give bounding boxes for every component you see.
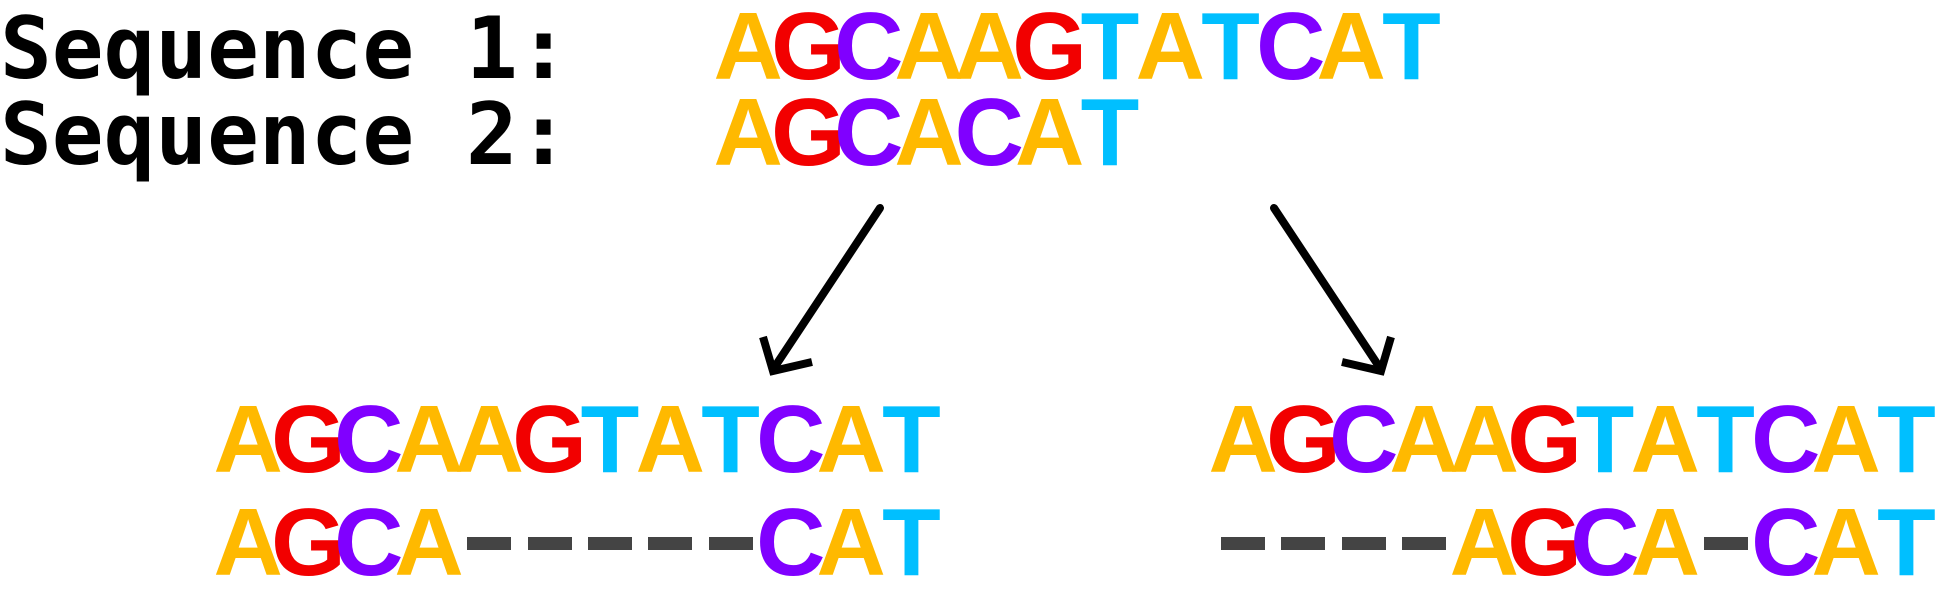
- arrow-left-shaft: [770, 204, 884, 372]
- gap-dash: [648, 536, 693, 550]
- gap-dash: [527, 536, 572, 550]
- nucleotide-A: A: [394, 386, 464, 493]
- gap-dash: [1221, 536, 1266, 550]
- nucleotide-G: G: [1266, 386, 1341, 493]
- nucleotide-C: C: [1751, 489, 1821, 596]
- nucleotide-C: C: [1751, 386, 1821, 493]
- nucleotide-A: A: [394, 489, 464, 596]
- nucleotide-A: A: [1135, 0, 1205, 100]
- gap-dash: [708, 536, 753, 550]
- nucleotide-T: T: [1201, 0, 1260, 100]
- nucleotide-A: A: [1811, 386, 1881, 493]
- nucleotide-A: A: [894, 0, 964, 100]
- nucleotide-A: A: [894, 79, 964, 186]
- nucleotide-T: T: [1080, 0, 1140, 100]
- gap-dash: [587, 536, 632, 550]
- nucleotide-A: A: [713, 0, 783, 100]
- nucleotide-A: A: [454, 386, 524, 493]
- nucleotide-A: A: [1389, 386, 1459, 493]
- nucleotide-G: G: [1012, 0, 1087, 100]
- nucleotide-G: G: [271, 386, 346, 493]
- arrow-left: [759, 204, 884, 376]
- nucleotide-A: A: [816, 386, 886, 493]
- nucleotide-T: T: [882, 489, 941, 596]
- nucleotide-A: A: [954, 0, 1024, 100]
- nucleotide-A: A: [213, 489, 283, 596]
- nucleotide-G: G: [512, 386, 587, 493]
- nucleotide-A: A: [713, 79, 783, 186]
- nucleotide-G: G: [771, 0, 846, 100]
- gap: [1273, 503, 1333, 583]
- nucleotide-C: C: [1570, 489, 1640, 596]
- nucleotide-A: A: [1630, 386, 1700, 493]
- gap-dash: [467, 536, 512, 550]
- nucleotide-T: T: [1696, 386, 1755, 493]
- arrow-right-head: [1341, 335, 1395, 376]
- nucleotide-T: T: [1575, 386, 1635, 493]
- nucleotide-C: C: [954, 79, 1024, 186]
- nucleotide-T: T: [580, 386, 640, 493]
- gap: [700, 503, 760, 583]
- sequence-2-label: Sequence 2:: [0, 85, 570, 185]
- nucleotide-T: T: [1877, 489, 1936, 596]
- nucleotide-T: T: [1080, 79, 1140, 186]
- nucleotide-C: C: [834, 79, 904, 186]
- nucleotide-T: T: [1382, 0, 1441, 100]
- gap: [640, 503, 700, 583]
- nucleotide-A: A: [1208, 386, 1278, 493]
- gap-dash: [1281, 536, 1326, 550]
- nucleotide-C: C: [334, 386, 404, 493]
- gap: [1695, 503, 1755, 583]
- nucleotide-C: C: [1256, 0, 1326, 100]
- nucleotide-A: A: [1811, 489, 1881, 596]
- arrow-right-shaft: [1270, 204, 1384, 372]
- nucleotide-T: T: [701, 386, 760, 493]
- arrow-left-head: [759, 335, 813, 376]
- gap: [1213, 503, 1273, 583]
- nucleotide-C: C: [334, 489, 404, 596]
- nucleotide-T: T: [882, 386, 941, 493]
- nucleotide-C: C: [834, 0, 904, 100]
- nucleotide-G: G: [271, 489, 346, 596]
- nucleotide-C: C: [756, 386, 826, 493]
- nucleotide-A: A: [1449, 386, 1519, 493]
- nucleotide-A: A: [1630, 489, 1700, 596]
- gap: [459, 503, 519, 583]
- nucleotide-C: C: [1329, 386, 1399, 493]
- nucleotide-A: A: [816, 489, 886, 596]
- gap-dash: [1703, 536, 1748, 550]
- nucleotide-G: G: [1507, 386, 1582, 493]
- nucleotide-A: A: [213, 386, 283, 493]
- nucleotide-A: A: [635, 386, 705, 493]
- nucleotide-G: G: [1507, 489, 1582, 596]
- nucleotide-A: A: [1014, 79, 1085, 186]
- arrows: [759, 204, 1395, 376]
- nucleotide-G: G: [771, 79, 846, 186]
- arrow-right: [1270, 204, 1395, 376]
- gap: [580, 503, 640, 583]
- gap-dash: [1341, 536, 1386, 550]
- sequence-1-label: Sequence 1:: [0, 0, 570, 99]
- gap-dash: [1402, 536, 1447, 550]
- nucleotide-T: T: [1877, 386, 1936, 493]
- gap: [1394, 503, 1454, 583]
- nucleotide-C: C: [756, 489, 826, 596]
- nucleotide-A: A: [1449, 489, 1519, 596]
- gap: [519, 503, 579, 583]
- nucleotide-A: A: [1316, 0, 1386, 100]
- gap: [1334, 503, 1394, 583]
